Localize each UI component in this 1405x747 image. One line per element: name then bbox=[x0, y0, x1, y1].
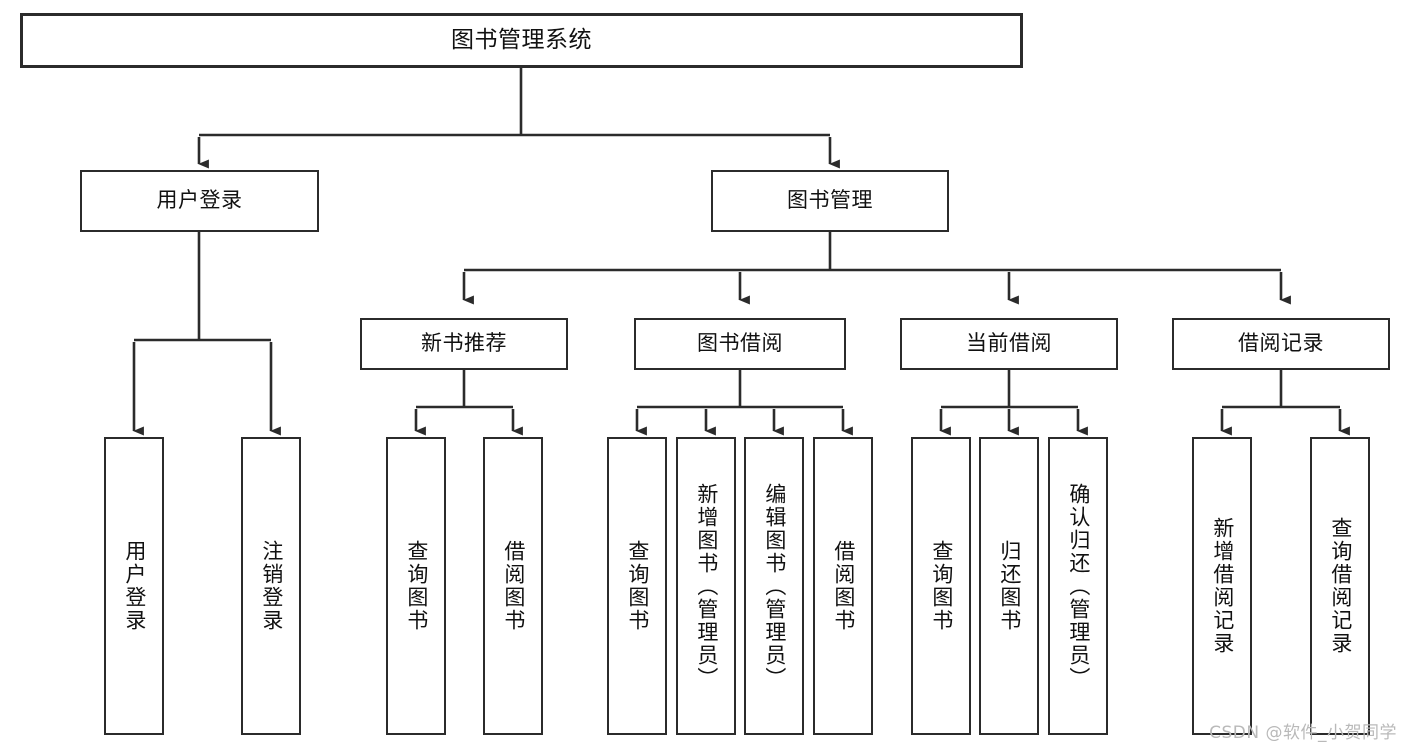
node-leaf-query-record-label: 查询借阅记录 bbox=[1328, 517, 1353, 655]
node-leaf-query-book-1-label: 查询图书 bbox=[404, 540, 429, 632]
node-book-management[interactable]: 图书管理 bbox=[711, 170, 949, 232]
node-leaf-add-book[interactable]: 新增图书（管理员） bbox=[676, 437, 736, 735]
node-leaf-user-login-label: 用户登录 bbox=[122, 540, 147, 632]
node-leaf-add-record[interactable]: 新增借阅记录 bbox=[1192, 437, 1252, 735]
node-leaf-borrow-book-2-label: 借阅图书 bbox=[831, 540, 856, 632]
node-current-borrow[interactable]: 当前借阅 bbox=[900, 318, 1118, 370]
node-leaf-query-book-3[interactable]: 查询图书 bbox=[911, 437, 971, 735]
node-user-login[interactable]: 用户登录 bbox=[80, 170, 319, 232]
node-borrow-record-label: 借阅记录 bbox=[1238, 331, 1324, 356]
node-leaf-query-book-2-label: 查询图书 bbox=[625, 540, 650, 632]
node-leaf-confirm-return-label: 确认归还（管理员） bbox=[1066, 482, 1091, 690]
node-book-management-label: 图书管理 bbox=[787, 188, 873, 213]
node-leaf-logout[interactable]: 注销登录 bbox=[241, 437, 301, 735]
node-leaf-borrow-book-2[interactable]: 借阅图书 bbox=[813, 437, 873, 735]
watermark-text: CSDN @软件_小贺同学 bbox=[1209, 723, 1397, 743]
node-leaf-logout-label: 注销登录 bbox=[259, 540, 284, 632]
node-book-borrow[interactable]: 图书借阅 bbox=[634, 318, 846, 370]
node-borrow-record[interactable]: 借阅记录 bbox=[1172, 318, 1390, 370]
node-root[interactable]: 图书管理系统 bbox=[20, 13, 1023, 68]
node-leaf-edit-book[interactable]: 编辑图书（管理员） bbox=[744, 437, 804, 735]
node-leaf-borrow-book-1[interactable]: 借阅图书 bbox=[483, 437, 543, 735]
node-leaf-add-record-label: 新增借阅记录 bbox=[1210, 517, 1235, 655]
node-leaf-query-book-3-label: 查询图书 bbox=[929, 540, 954, 632]
node-leaf-edit-book-label: 编辑图书（管理员） bbox=[762, 482, 787, 690]
node-book-borrow-label: 图书借阅 bbox=[697, 331, 783, 356]
node-leaf-query-book-2[interactable]: 查询图书 bbox=[607, 437, 667, 735]
node-leaf-query-record[interactable]: 查询借阅记录 bbox=[1310, 437, 1370, 735]
node-new-book-recommend[interactable]: 新书推荐 bbox=[360, 318, 568, 370]
node-user-login-label: 用户登录 bbox=[156, 188, 243, 213]
node-leaf-user-login[interactable]: 用户登录 bbox=[104, 437, 164, 735]
node-leaf-return-book[interactable]: 归还图书 bbox=[979, 437, 1039, 735]
node-leaf-confirm-return[interactable]: 确认归还（管理员） bbox=[1048, 437, 1108, 735]
node-new-book-recommend-label: 新书推荐 bbox=[421, 331, 507, 356]
node-leaf-return-book-label: 归还图书 bbox=[997, 540, 1022, 632]
node-leaf-add-book-label: 新增图书（管理员） bbox=[694, 482, 719, 690]
node-current-borrow-label: 当前借阅 bbox=[966, 331, 1052, 356]
node-leaf-query-book-1[interactable]: 查询图书 bbox=[386, 437, 446, 735]
node-leaf-borrow-book-1-label: 借阅图书 bbox=[501, 540, 526, 632]
node-root-label: 图书管理系统 bbox=[451, 26, 592, 53]
